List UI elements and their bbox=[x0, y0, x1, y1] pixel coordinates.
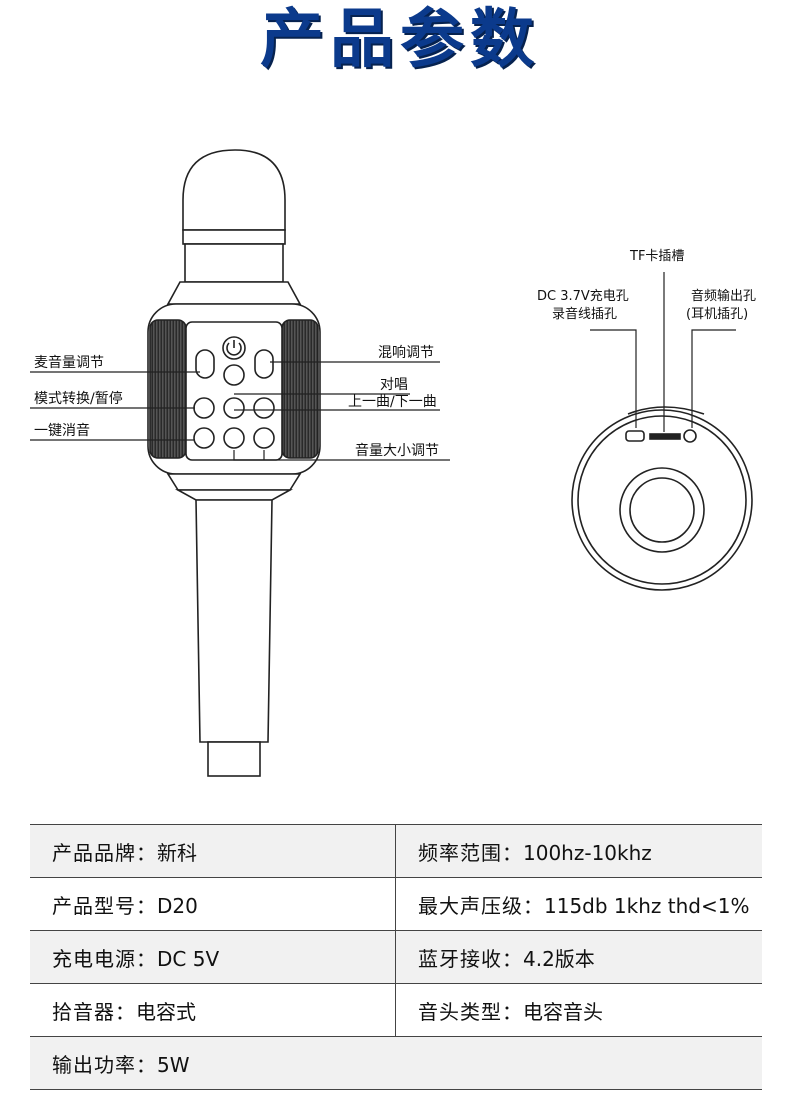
product-diagram: 麦音量调节 模式转换/暂停 一键消音 混响调节 对唱 上一曲/下一曲 音量大小调… bbox=[30, 149, 756, 777]
bottom-leader-lines bbox=[590, 272, 736, 432]
mic-lower-collar-2 bbox=[174, 489, 294, 501]
spec-row: 充电电源：DC 5V 蓝牙接收：4.2版本 bbox=[30, 930, 762, 984]
mic-leader-lines bbox=[30, 361, 450, 461]
spec-row: 产品品牌：新科 频率范围：100hz-10khz bbox=[30, 824, 762, 878]
mic-ring bbox=[182, 229, 286, 245]
spec-cell: 音头类型：电容音头 bbox=[395, 983, 762, 1037]
label-duet: 对唱 bbox=[380, 377, 408, 393]
mic-head bbox=[182, 149, 286, 231]
volume-up-button bbox=[253, 427, 275, 449]
microphone-front-view bbox=[147, 149, 321, 777]
label-dc-charge: DC 3.7V充电孔 bbox=[537, 288, 629, 304]
bottom-inner-circle bbox=[629, 477, 695, 543]
reverb-slider bbox=[254, 349, 274, 379]
spec-cell: 频率范围：100hz-10khz bbox=[395, 824, 762, 878]
label-tf-slot: TF卡插槽 bbox=[629, 249, 684, 264]
spec-cell: 最大声压级：115db 1khz thd<1% bbox=[395, 877, 762, 931]
right-speaker-grille bbox=[281, 319, 319, 459]
spec-cell: 输出功率：5W bbox=[30, 1036, 762, 1090]
mic-volume-slider bbox=[195, 349, 215, 379]
label-volume-adjust: 音量大小调节 bbox=[355, 442, 439, 459]
mic-handle-base bbox=[207, 741, 261, 777]
microphone-bottom-view bbox=[571, 406, 753, 591]
spec-row: 输出功率：5W bbox=[30, 1036, 762, 1090]
power-icon bbox=[226, 342, 242, 356]
spec-cell: 充电电源：DC 5V bbox=[30, 930, 396, 984]
spec-cell: 产品型号：D20 bbox=[30, 877, 396, 931]
mic-neck bbox=[184, 243, 284, 283]
volume-down-button bbox=[223, 427, 245, 449]
spec-row: 拾音器：电容式 音头类型：电容音头 bbox=[30, 983, 762, 1037]
bottom-top-edge bbox=[627, 406, 705, 415]
label-prev-next: 上一曲/下一曲 bbox=[348, 394, 437, 410]
mic-handle bbox=[195, 499, 273, 743]
audio-jack bbox=[683, 429, 697, 443]
duet-button bbox=[223, 364, 245, 386]
mute-button bbox=[193, 427, 215, 449]
bottom-outer-ring bbox=[577, 415, 747, 585]
power-button bbox=[222, 336, 246, 360]
left-speaker-grille bbox=[149, 319, 187, 459]
spec-cell: 拾音器：电容式 bbox=[30, 983, 396, 1037]
label-mic-volume: 麦音量调节 bbox=[34, 354, 104, 371]
label-record-line: 录音线插孔 bbox=[552, 306, 617, 322]
mic-lower-collar bbox=[166, 473, 302, 491]
prev-track-button bbox=[223, 397, 245, 419]
spec-row: 产品型号：D20 最大声压级：115db 1khz thd<1% bbox=[30, 877, 762, 931]
label-mute: 一键消音 bbox=[34, 422, 90, 439]
mic-collar bbox=[166, 281, 302, 305]
spec-cell: 产品品牌：新科 bbox=[30, 824, 396, 878]
label-audio-out: 音频输出孔 bbox=[691, 288, 756, 304]
spec-table: 产品品牌：新科 频率范围：100hz-10khz 产品型号：D20 最大声压级：… bbox=[30, 824, 762, 1090]
label-mode-pause: 模式转换/暂停 bbox=[34, 390, 123, 407]
bottom-inner-ring bbox=[619, 467, 705, 553]
page-title: 产品参数 bbox=[260, 3, 540, 77]
dc-port bbox=[625, 430, 645, 442]
next-track-button bbox=[253, 397, 275, 419]
label-headphone: (耳机插孔) bbox=[686, 307, 748, 322]
tf-slot bbox=[649, 433, 681, 440]
label-reverb: 混响调节 bbox=[378, 345, 434, 361]
bottom-outer-circle bbox=[571, 409, 753, 591]
spec-cell: 蓝牙接收：4.2版本 bbox=[395, 930, 762, 984]
